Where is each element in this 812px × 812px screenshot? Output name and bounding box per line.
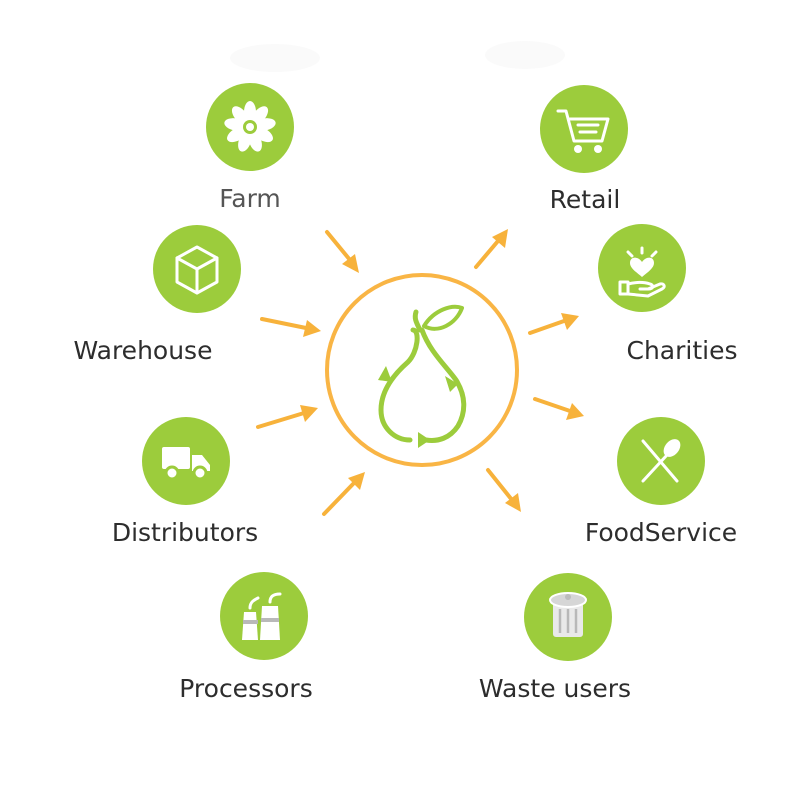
arrow-hub-to-retail (474, 229, 508, 269)
node-label-foodservice: FoodService (585, 518, 737, 547)
faint-background-marks (230, 41, 565, 72)
factory-icon (242, 592, 282, 640)
arrows (256, 229, 584, 516)
arrow-processors-to-hub (322, 472, 365, 516)
node-farm: Farm (206, 83, 294, 213)
box-icon (175, 245, 219, 295)
pear-recycle-icon (378, 304, 467, 448)
truck-icon (162, 447, 210, 481)
hub (325, 273, 519, 467)
heart-hand-icon (618, 246, 666, 298)
node-warehouse: Warehouse (74, 225, 241, 365)
node-processors: Processors (179, 572, 313, 703)
node-label-farm: Farm (219, 184, 281, 213)
node-waste-users: Waste users (479, 573, 631, 703)
node-label-distributors: Distributors (112, 518, 258, 547)
arrow-warehouse-to-hub (260, 317, 321, 337)
shopping-cart-icon (556, 109, 610, 153)
arrow-farm-to-hub (325, 230, 359, 273)
arrow-distributors-to-hub (256, 405, 318, 429)
node-label-processors: Processors (179, 674, 312, 703)
node-distributors: Distributors (112, 417, 258, 547)
arrow-hub-to-charities (528, 313, 579, 335)
node-charities: Charities (598, 224, 738, 365)
arrow-hub-to-waste-users (486, 468, 521, 512)
node-label-waste-users: Waste users (479, 674, 631, 703)
node-label-warehouse: Warehouse (74, 336, 213, 365)
trash-bin-icon (549, 592, 587, 637)
node-retail: Retail (540, 85, 628, 214)
node-foodservice: FoodService (585, 417, 737, 547)
arrow-hub-to-foodservice (533, 397, 584, 420)
cutlery-icon (641, 439, 681, 483)
flower-icon (224, 101, 276, 152)
node-label-charities: Charities (627, 336, 738, 365)
hub-ring (325, 273, 519, 467)
node-retail-circle (540, 85, 628, 173)
node-label-retail: Retail (550, 185, 621, 214)
